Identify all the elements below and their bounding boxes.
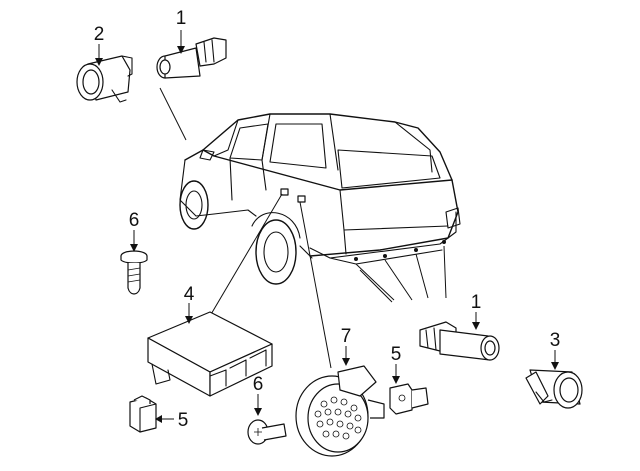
- callout-1-right: 1: [471, 292, 482, 313]
- callout-6-left: 6: [129, 210, 140, 231]
- callout-5-right: 5: [391, 344, 402, 365]
- callout-4: 4: [184, 284, 195, 305]
- parking-sensor-icon: [156, 37, 227, 79]
- callout-1-top: 1: [176, 8, 187, 29]
- callout-5-left: 5: [178, 410, 189, 431]
- screw-icon: [120, 250, 148, 295]
- parking-sensor-icon: [419, 321, 500, 361]
- vehicle-illustration: [179, 113, 461, 285]
- callout-arrows: [95, 30, 559, 423]
- callout-3: 3: [550, 330, 561, 351]
- clip-icon: [389, 383, 429, 415]
- callout-2: 2: [94, 24, 105, 45]
- leader-lines: [159, 87, 447, 369]
- sensor-bezel-icon: [76, 55, 133, 103]
- screw-icon: [247, 419, 287, 445]
- alarm-speaker-icon: [295, 365, 385, 457]
- control-module-icon: [147, 311, 273, 397]
- sensor-retainer-icon: [525, 369, 583, 409]
- callout-7: 7: [341, 326, 352, 347]
- clip-icon: [129, 395, 157, 433]
- callout-6-bottom: 6: [253, 374, 264, 395]
